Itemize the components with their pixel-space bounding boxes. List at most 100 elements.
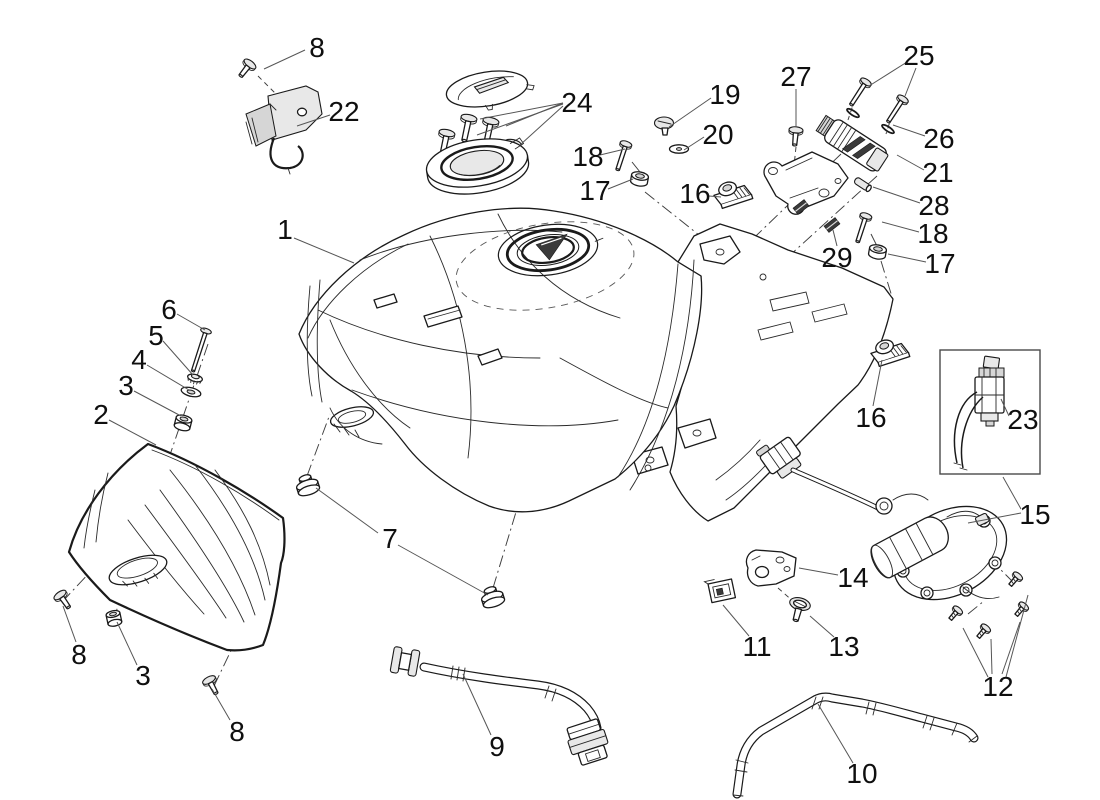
leader-line [904, 67, 917, 97]
part-front-cover-panel [51, 442, 286, 699]
valve-21 [815, 114, 889, 172]
washer-4 [180, 386, 202, 398]
callout-28[interactable]: 28 [918, 190, 949, 221]
part-valve-assembly [763, 75, 911, 234]
leader-line [397, 544, 489, 596]
part-fuel-hose-10 [732, 692, 979, 799]
part-capnut-17b [867, 242, 888, 261]
callout-8[interactable]: 8 [309, 32, 325, 63]
callout-17[interactable]: 17 [924, 248, 955, 279]
leader-line [599, 148, 626, 156]
tank-slot [423, 305, 463, 328]
callout-5[interactable]: 5 [148, 320, 164, 351]
callout-1[interactable]: 1 [277, 214, 293, 245]
callout-29[interactable]: 29 [821, 242, 852, 273]
pin-28 [853, 177, 872, 193]
leader-line [296, 114, 331, 127]
callout-24[interactable]: 24 [561, 87, 592, 118]
callout-27[interactable]: 27 [780, 61, 811, 92]
callout-7[interactable]: 7 [382, 523, 398, 554]
tank-front-mount [329, 406, 383, 445]
screw-25 [882, 92, 911, 127]
leader-line [896, 154, 925, 171]
callout-18[interactable]: 18 [917, 218, 948, 249]
tank-slot [477, 348, 503, 366]
callout-14[interactable]: 14 [837, 562, 868, 593]
part-screw-13 [789, 597, 811, 623]
leader-line [881, 221, 920, 233]
cap-cover-plate [445, 70, 535, 111]
leader-line [722, 604, 750, 637]
part-fastener-column [173, 327, 212, 432]
leader-line [479, 102, 564, 120]
leader-line [817, 703, 854, 764]
part-clip-11 [703, 578, 737, 604]
callout-17[interactable]: 17 [579, 175, 610, 206]
callout-12[interactable]: 12 [982, 671, 1013, 702]
callout-11[interactable]: 11 [742, 631, 771, 662]
clip-29 [823, 216, 841, 234]
screw-6 [190, 327, 212, 373]
leader-line [607, 178, 634, 190]
callout-18[interactable]: 18 [572, 141, 603, 172]
callout-19[interactable]: 19 [709, 79, 740, 110]
part-fuel-tank [298, 207, 703, 513]
leader-line [162, 340, 194, 376]
leader-line [116, 621, 138, 666]
screw-25 [845, 75, 874, 110]
callout-20[interactable]: 20 [702, 119, 733, 150]
callout-2[interactable]: 2 [93, 399, 109, 430]
leader-line [62, 605, 77, 643]
leader-line [668, 97, 712, 128]
leader-line [683, 136, 705, 151]
callout-16[interactable]: 16 [855, 402, 886, 433]
leader-line [962, 627, 989, 678]
hose-end-fitting [389, 646, 421, 677]
part-button-19 [653, 116, 675, 136]
tank-filler-ring [497, 223, 604, 277]
callout-10[interactable]: 10 [846, 758, 877, 789]
valve-bracket [763, 151, 849, 215]
oring-26 [881, 123, 895, 135]
callout-3[interactable]: 3 [135, 660, 151, 691]
leader-line [708, 195, 722, 198]
leader-line [1001, 621, 1021, 675]
part-rubber-bumper-7a [293, 471, 322, 499]
leader-line [476, 103, 564, 136]
cap-screw [455, 112, 479, 144]
leader-line [176, 313, 206, 331]
callout-21[interactable]: 21 [922, 157, 953, 188]
leader-line [519, 105, 564, 146]
callout-25[interactable]: 25 [903, 40, 934, 71]
callout-8[interactable]: 8 [71, 639, 87, 670]
part-pump-motor-23 [953, 355, 1005, 471]
leader-line [868, 61, 908, 87]
callout-4[interactable]: 4 [131, 344, 147, 375]
brand-logo-icon [535, 233, 568, 261]
callout-22[interactable]: 22 [328, 96, 359, 127]
callout-6[interactable]: 6 [161, 294, 177, 325]
leader-line [293, 237, 355, 264]
leader-line [872, 359, 883, 407]
leader-line [990, 638, 993, 675]
leader-line [108, 419, 157, 446]
callout-3[interactable]: 3 [118, 370, 134, 401]
part-fuel-cap-assembly [425, 70, 535, 195]
callout-16[interactable]: 16 [679, 178, 710, 209]
callout-26[interactable]: 26 [923, 123, 954, 154]
screw-8-right [200, 673, 224, 699]
part-screw-18b [851, 210, 874, 246]
callout-9[interactable]: 9 [489, 731, 505, 762]
pump-body [870, 516, 949, 579]
panel-center-mount [108, 554, 168, 587]
leader-line [872, 186, 921, 204]
callout-23[interactable]: 23 [1007, 404, 1038, 435]
callout-15[interactable]: 15 [1019, 499, 1050, 530]
callout-13[interactable]: 13 [828, 631, 859, 662]
part-rubber-mount-16a [710, 175, 754, 211]
callout-8[interactable]: 8 [229, 716, 245, 747]
leader-line [1002, 476, 1022, 510]
